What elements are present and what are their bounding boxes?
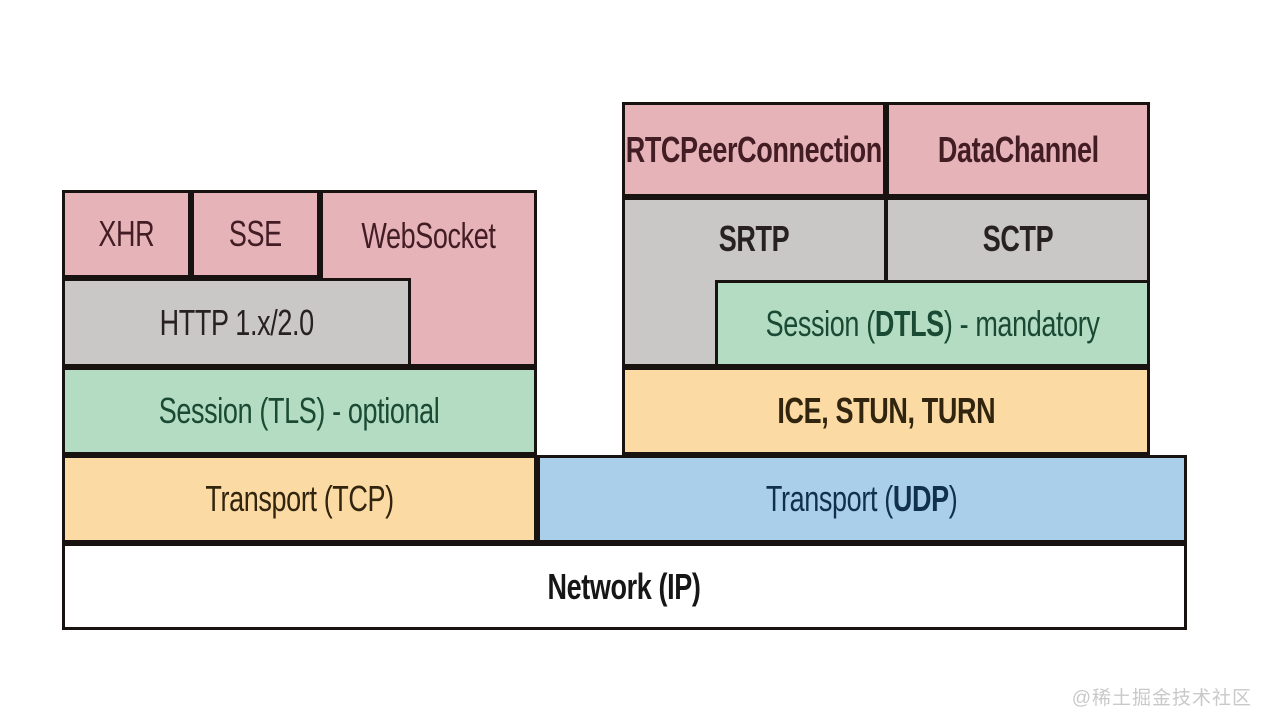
xhr-box: XHR xyxy=(62,190,191,278)
dtls-label: Session (DTLS) - mandatory xyxy=(765,302,1100,344)
udp-box: Transport (UDP) xyxy=(537,455,1187,543)
tcp-label: Transport (TCP) xyxy=(205,478,394,519)
udp-label-suffix: ) xyxy=(949,478,958,519)
srtp-sctp-divider xyxy=(884,197,888,280)
sse-label: SSE xyxy=(229,213,282,254)
rtcpeerconnection-label: RTCPeerConnection xyxy=(625,128,883,170)
udp-label-prefix: Transport ( xyxy=(766,478,894,519)
dtls-label-bold: DTLS xyxy=(874,302,944,344)
http-box: HTTP 1.x/2.0 xyxy=(62,278,411,367)
srtp-label-area: SRTP xyxy=(622,197,886,280)
network-box: Network (IP) xyxy=(62,543,1187,630)
sctp-label-area: SCTP xyxy=(886,197,1150,280)
tls-box: Session (TLS) - optional xyxy=(62,367,537,455)
srtp-label: SRTP xyxy=(718,217,790,259)
tcp-box: Transport (TCP) xyxy=(62,455,537,543)
sse-box: SSE xyxy=(191,190,320,278)
http-label: HTTP 1.x/2.0 xyxy=(159,301,314,343)
network-label: Network (IP) xyxy=(547,565,702,607)
xhr-label: XHR xyxy=(98,213,155,254)
udp-label: Transport (UDP) xyxy=(766,478,958,519)
datachannel-box: DataChannel xyxy=(886,102,1150,197)
ice-stun-turn-box: ICE, STUN, TURN xyxy=(622,367,1150,455)
udp-label-bold: UDP xyxy=(893,478,950,519)
tls-label: Session (TLS) - optional xyxy=(159,390,440,431)
ice-stun-turn-label: ICE, STUN, TURN xyxy=(777,390,995,431)
rtcpeerconnection-box: RTCPeerConnection xyxy=(622,102,886,197)
websocket-label-area: WebSocket xyxy=(323,193,534,278)
dtls-label-suffix: ) - mandatory xyxy=(943,302,1100,344)
sctp-label: SCTP xyxy=(982,217,1054,259)
datachannel-label: DataChannel xyxy=(937,128,1099,170)
dtls-box: Session (DTLS) - mandatory xyxy=(715,280,1150,367)
dtls-label-prefix: Session ( xyxy=(765,302,876,344)
websocket-label: WebSocket xyxy=(361,214,496,256)
watermark: @稀土掘金技术社区 xyxy=(1071,688,1252,709)
